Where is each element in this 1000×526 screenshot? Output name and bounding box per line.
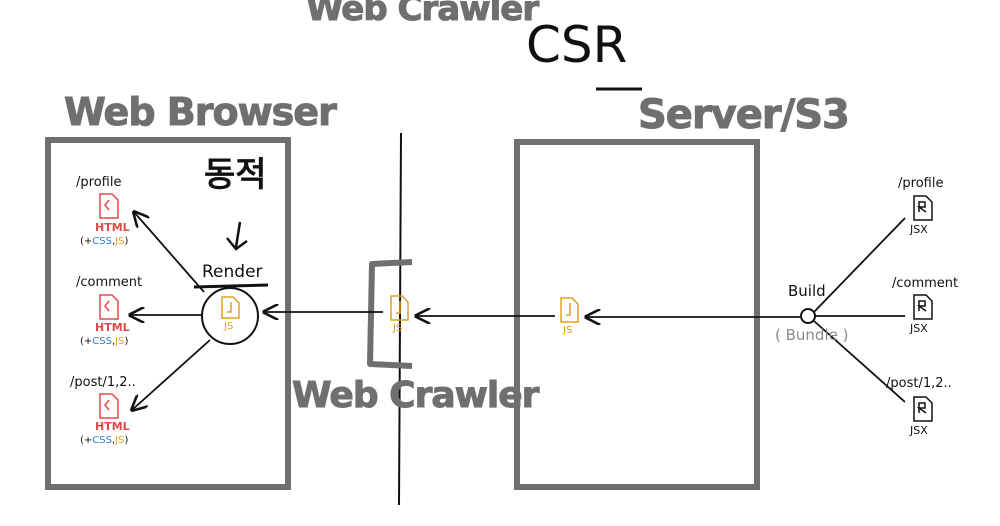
- page-assets: (+CSS,JS): [80, 435, 129, 446]
- crawler-top-label: Web Crawler: [305, 0, 539, 29]
- render-js-label: JS: [224, 321, 234, 332]
- source-type: JSX: [910, 322, 928, 335]
- page-title: CSR: [526, 16, 628, 74]
- render-label: Render: [202, 262, 263, 282]
- server-js-label: JS: [563, 325, 573, 336]
- browser-title: Web Browser: [64, 90, 338, 134]
- page-path: /post/1,2..: [70, 375, 136, 390]
- source-path: /profile: [898, 176, 944, 191]
- dynamic-arrow: [234, 221, 242, 248]
- source-path: /comment: [892, 276, 959, 291]
- js-file-icon: [221, 295, 579, 323]
- arrow-to-post: [132, 339, 211, 410]
- source-type: JSX: [910, 424, 928, 437]
- browser-box: [45, 137, 291, 490]
- build-node: [800, 308, 816, 324]
- build-label: Build: [788, 282, 826, 300]
- crawler-bracket: [367, 259, 413, 369]
- page-path: /profile: [76, 175, 122, 190]
- page-type: HTML: [95, 221, 130, 234]
- crawler-js-label: JS: [393, 323, 403, 334]
- page-type: HTML: [95, 420, 130, 433]
- html-file-icon: [99, 193, 119, 419]
- page-assets: (+CSS,JS): [80, 336, 129, 347]
- crawler-divider: [398, 132, 402, 506]
- server-title: Server/S3: [638, 92, 851, 138]
- bundle-label: ( Bundle ): [775, 326, 849, 344]
- source-path: /post/1,2..: [886, 376, 952, 391]
- render-circle: [201, 287, 259, 345]
- page-path: /comment: [76, 275, 143, 290]
- crawler-bottom-label: Web Crawler: [291, 375, 539, 416]
- render-underline: [193, 283, 269, 289]
- line-from-profile-jsx: [813, 217, 906, 313]
- page-type: HTML: [95, 321, 130, 334]
- source-type: JSX: [910, 223, 928, 236]
- line-from-post-jsx: [813, 320, 906, 403]
- page-assets: (+CSS,JS): [80, 236, 129, 247]
- jsx-file-icon: [913, 195, 933, 422]
- arrow-to-profile: [134, 212, 205, 293]
- dynamic-label: 동적: [204, 155, 267, 195]
- server-box: [514, 139, 760, 490]
